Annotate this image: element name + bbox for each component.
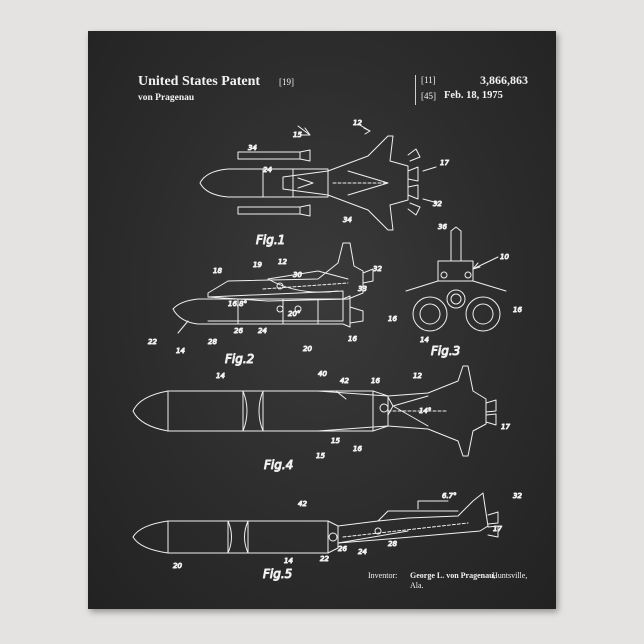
fig2-ref-32: 32: [373, 265, 382, 273]
fig2-ref-24: 24: [258, 327, 267, 335]
fig1-ref-34b: 34: [343, 216, 352, 224]
fig4-ref-16: 16: [371, 377, 380, 385]
fig3-ref-14: 14: [420, 336, 429, 344]
fig5-label: Fig.5: [263, 567, 292, 581]
fig4-ref-17: 17: [501, 423, 510, 431]
fig4-ref-40: 40: [318, 370, 327, 378]
fig4-ref-42: 42: [340, 377, 349, 385]
fig1-ref-36: 36: [438, 223, 447, 231]
fig2-ref-30: 30: [293, 271, 302, 279]
fig2-ref-20: 20: [303, 345, 312, 353]
fig1-ref-24: 24: [263, 166, 272, 174]
fig3-ref-16: 16: [388, 315, 397, 323]
fig5-ref-28: 28: [388, 540, 397, 548]
fig2-ref-16: 16: [348, 335, 357, 343]
fig4-ref-16b: 16: [353, 445, 362, 453]
fig2-ref-22: 22: [148, 338, 157, 346]
fig5-ref-22: 22: [320, 555, 329, 563]
patent-poster: United States Patent [19] von Pragenau […: [88, 31, 556, 609]
fig1-ref-32: 32: [433, 200, 442, 208]
fig1-ref-17: 17: [440, 159, 449, 167]
fig2-ref-18: 18: [213, 267, 222, 275]
fig4-ref-15b: 15: [316, 452, 325, 460]
fig2-ref-26: 26: [234, 327, 243, 335]
fig1-drawing: [200, 124, 438, 230]
fig3-ref-10: 10: [500, 253, 509, 261]
fig4-ref-15: 15: [331, 437, 340, 445]
fig5-ref-17: 17: [493, 525, 502, 533]
fig3-label: Fig.3: [431, 344, 460, 358]
inventor-state: Ala.: [410, 581, 424, 590]
fig3-ref-16b: 16: [513, 306, 522, 314]
fig2-ref-33: 33: [358, 285, 367, 293]
fig2-drawing: [173, 243, 373, 333]
fig2-ref-28: 28: [208, 338, 217, 346]
fig4-ref-14deg: 14°: [419, 407, 431, 415]
inventor-label: Inventor:: [368, 571, 397, 580]
fig2-label: Fig.2: [225, 352, 254, 366]
fig5-ref-20: 20: [173, 562, 182, 570]
fig4-ref-14: 14: [216, 372, 225, 380]
fig2-ref-angle: 16.8°: [228, 300, 247, 308]
fig1-ref-12: 12: [353, 119, 362, 127]
fig4-drawing: [133, 366, 496, 456]
inventor-city: Huntsville,: [492, 571, 527, 580]
fig2-ref-12: 12: [278, 258, 287, 266]
inventor-name: George L. von Pragenau,: [410, 571, 496, 580]
fig1-ref-34: 34: [248, 144, 257, 152]
fig2-ref-14: 14: [176, 347, 185, 355]
fig5-ref-26: 26: [338, 545, 347, 553]
fig5-ref-24: 24: [358, 548, 367, 556]
fig5-ref-14: 14: [284, 557, 293, 565]
fig2-ref-19: 19: [253, 261, 262, 269]
fig5-drawing: [133, 493, 498, 553]
fig2-ref-20deg: 20°: [288, 310, 300, 318]
fig1-label: Fig.1: [256, 233, 285, 247]
fig5-ref-42: 42: [298, 500, 307, 508]
fig1-ref-15: 15: [293, 131, 302, 139]
patent-drawings: 34 15 12 24 17 32 34 36 Fig.1 18: [88, 31, 556, 609]
fig5-ref-angle: 6.7°: [442, 492, 457, 500]
fig3-drawing: [406, 227, 506, 331]
fig4-ref-12: 12: [413, 372, 422, 380]
fig4-label: Fig.4: [264, 458, 293, 472]
fig5-ref-32: 32: [513, 492, 522, 500]
